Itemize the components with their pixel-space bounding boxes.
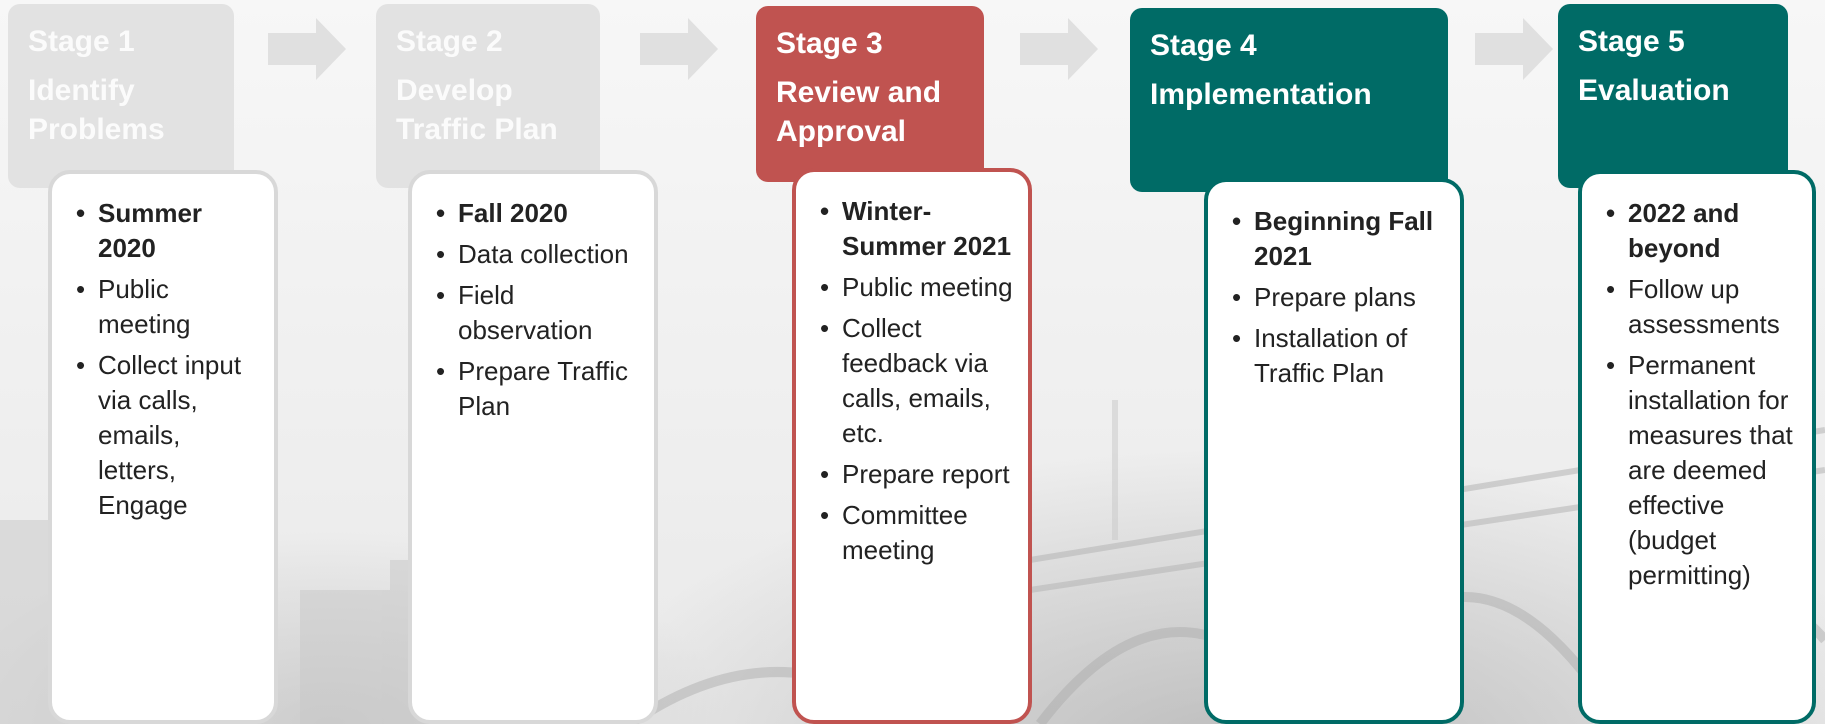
list-item: Winter-Summer 2021 — [820, 194, 1014, 264]
stage-5-title: Evaluation — [1578, 74, 1730, 107]
list-item: Prepare report — [820, 457, 1014, 492]
arrow-right-icon — [268, 18, 346, 80]
list-item: Beginning Fall 2021 — [1232, 204, 1446, 274]
stage-1-title: Identify Problems — [28, 74, 165, 146]
list-item: Collect feedback via calls, emails, etc. — [820, 311, 1014, 451]
stage-3-card: Winter-Summer 2021 Public meeting Collec… — [792, 168, 1032, 724]
stage-4-card: Beginning Fall 2021 Prepare plans Instal… — [1204, 178, 1464, 724]
list-item: 2022 and beyond — [1606, 196, 1798, 266]
stage-2-number: Stage 2 — [396, 25, 503, 58]
list-item: Collect input via calls, emails, letters… — [76, 348, 260, 523]
arrow-right-icon — [640, 18, 718, 80]
stage-4-number: Stage 4 — [1150, 29, 1257, 62]
list-item: Installation of Traffic Plan — [1232, 321, 1446, 391]
list-item: Data collection — [436, 237, 640, 272]
stage-2-title: Develop Traffic Plan — [396, 74, 558, 146]
stage-1-header: Stage 1 Identify Problems — [8, 4, 234, 188]
list-item: Permanent installation for measures that… — [1606, 348, 1798, 593]
list-item: Summer 2020 — [76, 196, 260, 266]
list-item: Prepare Traffic Plan — [436, 354, 640, 424]
stage-4-header: Stage 4 Implementation — [1130, 8, 1448, 192]
stage-2-header: Stage 2 Develop Traffic Plan — [376, 4, 600, 188]
list-item: Fall 2020 — [436, 196, 640, 231]
stage-5-header: Stage 5 Evaluation — [1558, 4, 1788, 188]
stage-5-card: 2022 and beyond Follow up assessments Pe… — [1578, 170, 1816, 724]
list-item: Prepare plans — [1232, 280, 1446, 315]
list-item: Public meeting — [820, 270, 1014, 305]
list-item: Public meeting — [76, 272, 260, 342]
arrow-right-icon — [1475, 18, 1553, 80]
stage-1-number: Stage 1 — [28, 25, 135, 58]
arrow-right-icon — [1020, 18, 1098, 80]
stage-3-title: Review and Approval — [776, 76, 942, 148]
stage-3-header: Stage 3 Review and Approval — [756, 6, 984, 182]
list-item: Committee meeting — [820, 498, 1014, 568]
list-item: Field observation — [436, 278, 640, 348]
stage-2-card: Fall 2020 Data collection Field observat… — [408, 170, 658, 724]
stage-5-number: Stage 5 — [1578, 25, 1685, 58]
stage-4-title: Implementation — [1150, 78, 1372, 111]
stage-1-card: Summer 2020 Public meeting Collect input… — [48, 170, 278, 724]
stage-3-number: Stage 3 — [776, 27, 883, 60]
list-item: Follow up assessments — [1606, 272, 1798, 342]
